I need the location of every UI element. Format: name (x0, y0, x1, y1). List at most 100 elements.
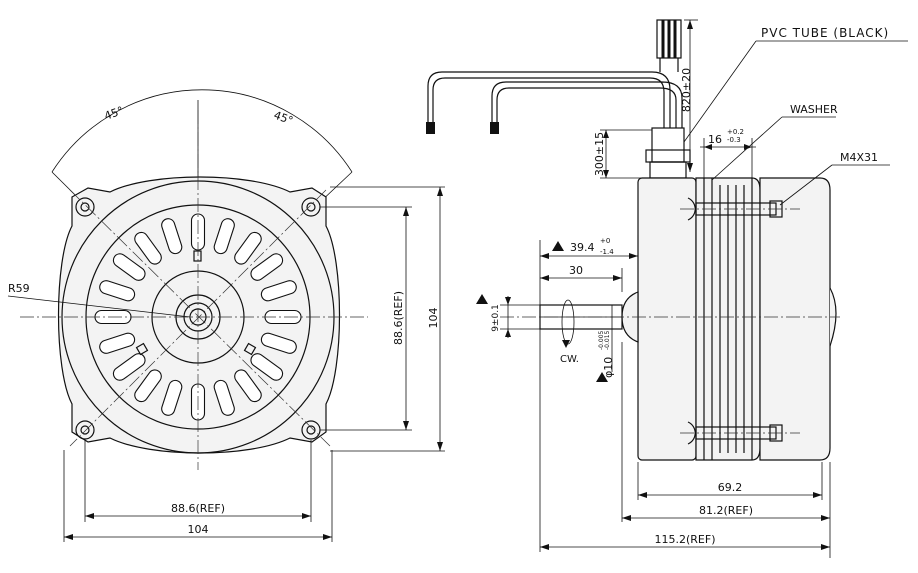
rotation-label: CW. (560, 354, 579, 365)
centerline-diag-1 (69, 189, 331, 447)
arrow (403, 421, 409, 430)
tube-base (649, 161, 687, 179)
arrow (704, 144, 712, 150)
angle-arc (51, 89, 353, 173)
critical-marker (596, 372, 608, 382)
side-view: CW. PVC TUBE (BLACK) WASHER M4X31 (426, 19, 908, 558)
radius-label: R59 (8, 282, 30, 295)
rear-housing (759, 177, 831, 461)
wire-tip-2 (490, 122, 499, 134)
mount-hole-bl (75, 420, 95, 440)
dim-39-4-tol-bot: -1.4 (600, 248, 614, 256)
critical-marker (552, 241, 564, 251)
arrow (629, 253, 638, 259)
arrow (613, 275, 622, 281)
vent-slot (213, 379, 235, 416)
marker-right (243, 342, 257, 356)
vent-slot (161, 379, 183, 416)
vent-slot (134, 369, 162, 403)
radius-leader (7, 295, 191, 318)
angle-right-label: 45° (272, 109, 295, 128)
front-view: 45° 45° R59 (7, 89, 445, 542)
lead-wire-2b (491, 81, 662, 133)
m4x31-label: M4X31 (840, 151, 878, 164)
dim-81-2: 81.2(REF) (699, 504, 753, 517)
arrow (64, 534, 73, 540)
dim-300: 300±15 (593, 132, 606, 176)
vent-slot (112, 253, 146, 281)
pvc-tube-label: PVC TUBE (BLACK) (761, 26, 889, 40)
dim-104-h: 104 (188, 523, 209, 536)
dim-16-tol-top: +0.2 (727, 128, 744, 136)
lead-wire-2 (496, 87, 660, 133)
dim-phi10-tol-top: -0.005 (598, 330, 605, 350)
lead-wire-bend (649, 71, 683, 128)
vent-slot (250, 253, 284, 281)
motor-body-side (637, 177, 697, 461)
lead-wire-1b (427, 71, 652, 133)
washer-label: WASHER (790, 103, 838, 116)
arrow (540, 544, 549, 550)
arrow (821, 515, 830, 521)
dim-16: 16 (708, 133, 722, 146)
marker-top (193, 250, 202, 262)
vent-slot (234, 231, 262, 265)
arrow (813, 492, 822, 498)
arrow (603, 130, 609, 138)
dim-30: 30 (569, 264, 583, 277)
arrow (323, 534, 332, 540)
arrow (622, 515, 631, 521)
vent-slot (234, 369, 262, 403)
arrow (437, 442, 443, 451)
arrow (302, 513, 311, 519)
vent-slot (134, 231, 162, 265)
dim-phi10-tol-bot: -0.015 (604, 330, 611, 350)
arrow (540, 275, 549, 281)
dim-9: 9±0.1 (491, 304, 501, 332)
wire-exit (659, 58, 679, 72)
m4-leader (779, 164, 833, 206)
dim-phi10: φ10 (602, 357, 615, 378)
arrow (687, 20, 693, 29)
dim-69-2: 69.2 (718, 481, 743, 494)
dim-104-v: 104 (427, 308, 440, 329)
dim-39-4-tol-top: +0 (600, 237, 610, 245)
dim-88-6-h: 88.6(REF) (171, 502, 225, 515)
arrow (437, 187, 443, 196)
pvc-tube (651, 127, 685, 163)
arrow (505, 329, 511, 337)
rotation-ellipse (561, 299, 575, 345)
marker-left (135, 342, 149, 356)
arrow (687, 163, 693, 172)
arrow (603, 170, 609, 178)
lead-wire-1 (432, 77, 650, 133)
vent-slot (99, 280, 136, 302)
arrow (744, 144, 752, 150)
arrow (540, 253, 549, 259)
vent-slot (250, 353, 284, 381)
dim-820: 820±20 (680, 68, 693, 112)
arrow (505, 297, 511, 305)
vent-slot (161, 218, 183, 255)
centerline-diag-2 (69, 189, 327, 447)
arrow (85, 513, 94, 519)
vent-slot (112, 353, 146, 381)
dim-39-4: 39.4 (570, 241, 595, 254)
mount-hole-tl (75, 197, 95, 217)
vent-slot (99, 332, 136, 354)
dim-88-6-v: 88.6(REF) (392, 291, 405, 345)
wire-tip-1 (426, 122, 435, 134)
pvc-leader (683, 40, 757, 143)
arrow (821, 544, 830, 550)
vent-slot (213, 218, 235, 255)
arrow (638, 492, 647, 498)
angle-left-label: 45° (103, 104, 126, 123)
dim-16-tol-bot: -0.3 (727, 136, 741, 144)
critical-marker (476, 294, 488, 304)
vent-slot (260, 280, 297, 302)
mounting-flange (57, 176, 341, 454)
vent-slot (260, 332, 297, 354)
arrow (403, 207, 409, 216)
rotation-arrow (562, 340, 570, 348)
